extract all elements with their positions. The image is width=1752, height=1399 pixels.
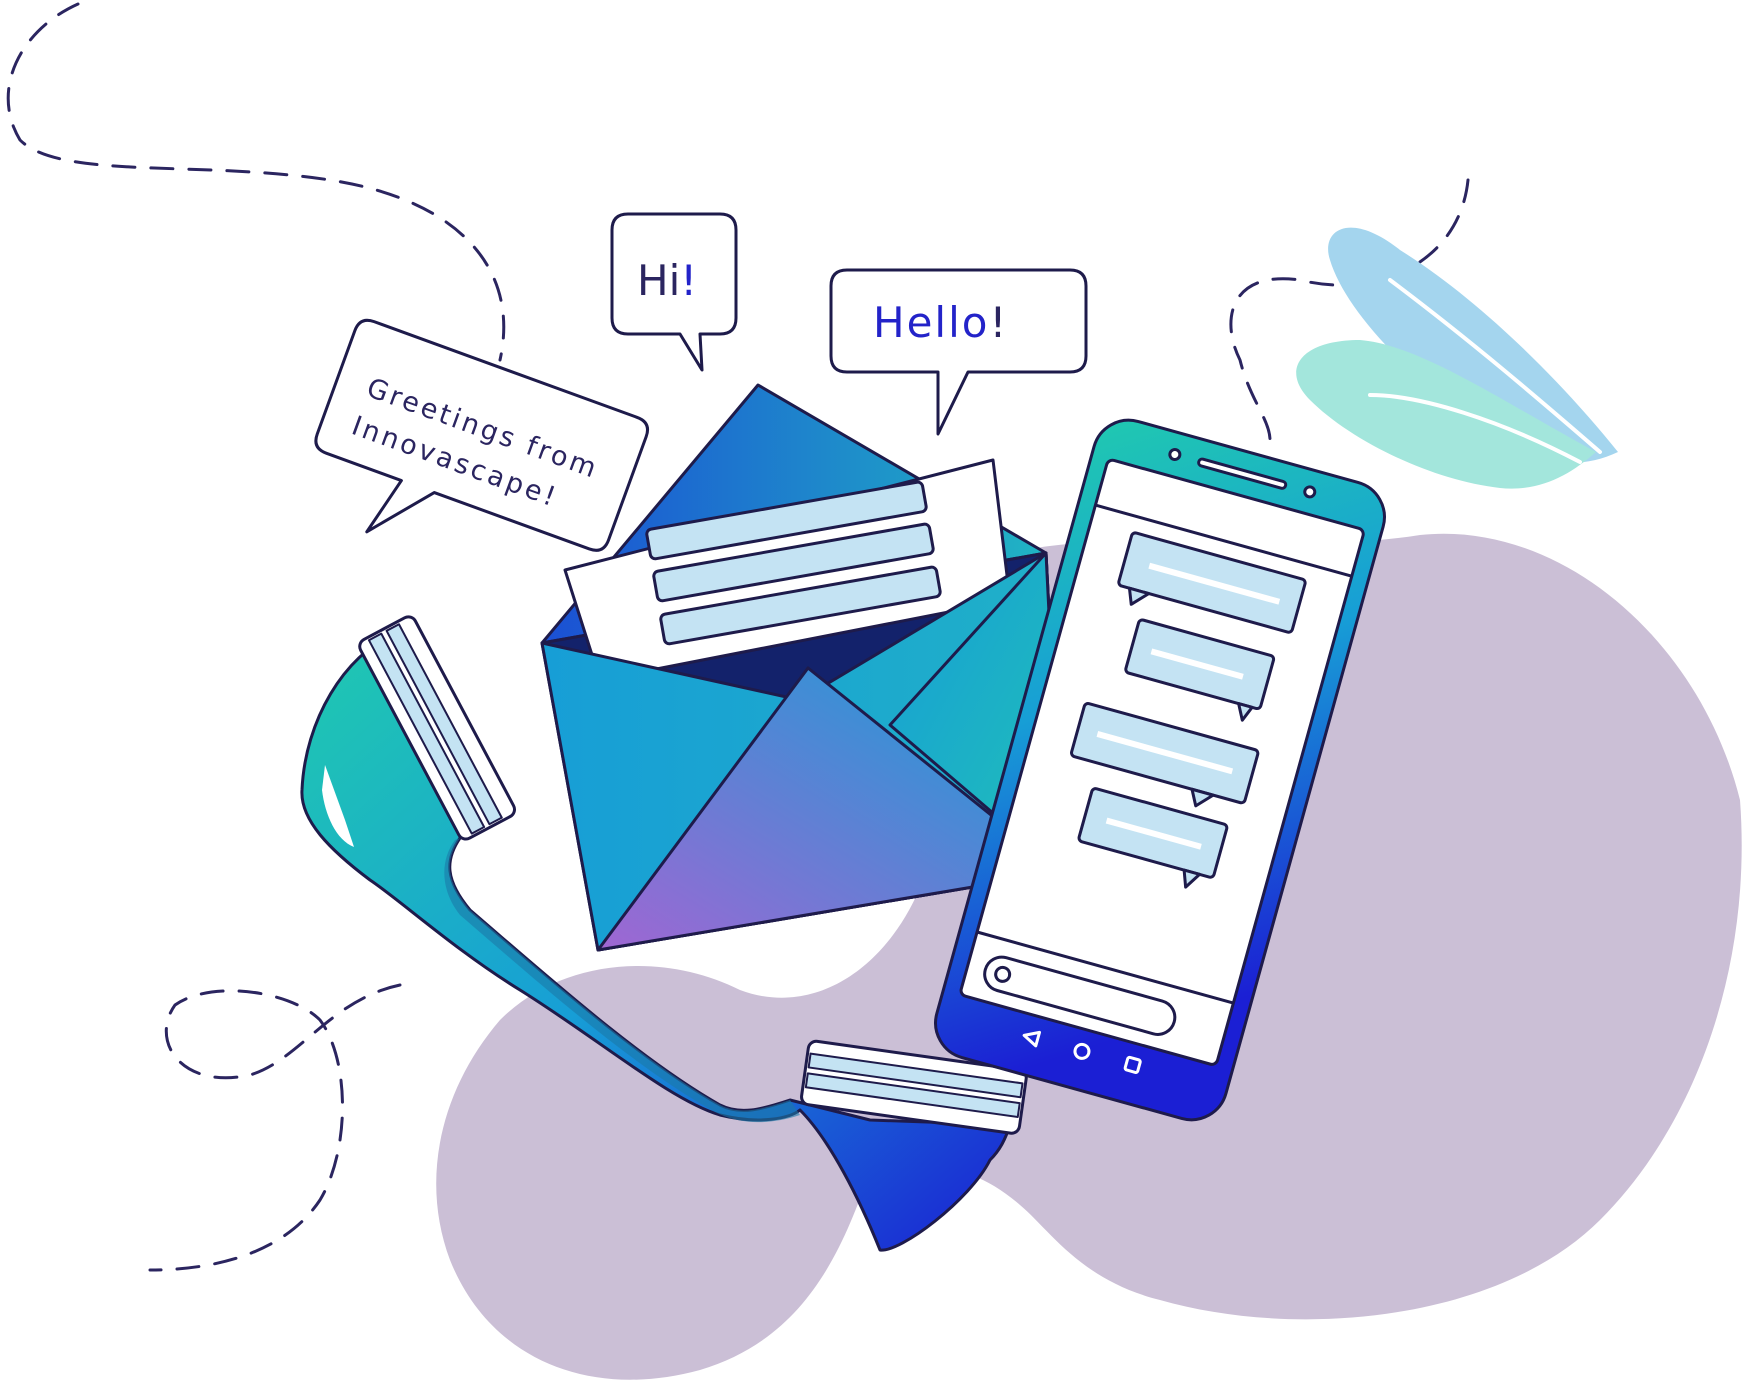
letter-paper — [563, 458, 1012, 682]
speech-bubble-greetings: Greetings from Innovascape! — [314, 318, 650, 552]
dashed-lines — [6, 2, 1470, 1272]
chat-message-4 — [1077, 787, 1229, 889]
telephone-handset-icon — [300, 615, 1028, 1252]
letter-line-3 — [659, 565, 942, 646]
chat-message-1 — [1117, 531, 1307, 634]
letter-line-1 — [645, 480, 928, 561]
letter-line-2 — [652, 522, 935, 603]
envelope-icon — [540, 383, 1064, 952]
speech-bubble-hi: Hi! — [610, 212, 738, 372]
sensor-dot — [1303, 485, 1317, 499]
leaf-icon — [1296, 227, 1618, 489]
hi-punct: ! — [680, 256, 697, 305]
chat-message-2 — [1124, 618, 1276, 722]
hello-text: Hello — [873, 298, 989, 347]
camera-dot — [1168, 447, 1182, 461]
hello-punct: ! — [989, 298, 1008, 347]
svg-text:Hi!: Hi! — [637, 256, 697, 305]
message-input — [983, 955, 1177, 1036]
speech-bubble-icon — [314, 318, 650, 552]
recents-nav-icon — [1123, 1055, 1142, 1074]
attach-icon — [994, 965, 1012, 983]
svg-text:Hello!: Hello! — [873, 298, 1008, 347]
hi-text: Hi — [637, 256, 680, 305]
back-nav-icon — [1022, 1030, 1042, 1048]
speaker-slot — [1197, 457, 1288, 490]
speech-bubble-hello: Hello! — [829, 268, 1088, 436]
smartphone-icon — [934, 418, 1386, 1122]
chat-message-3 — [1070, 702, 1260, 808]
home-nav-icon — [1073, 1042, 1091, 1060]
